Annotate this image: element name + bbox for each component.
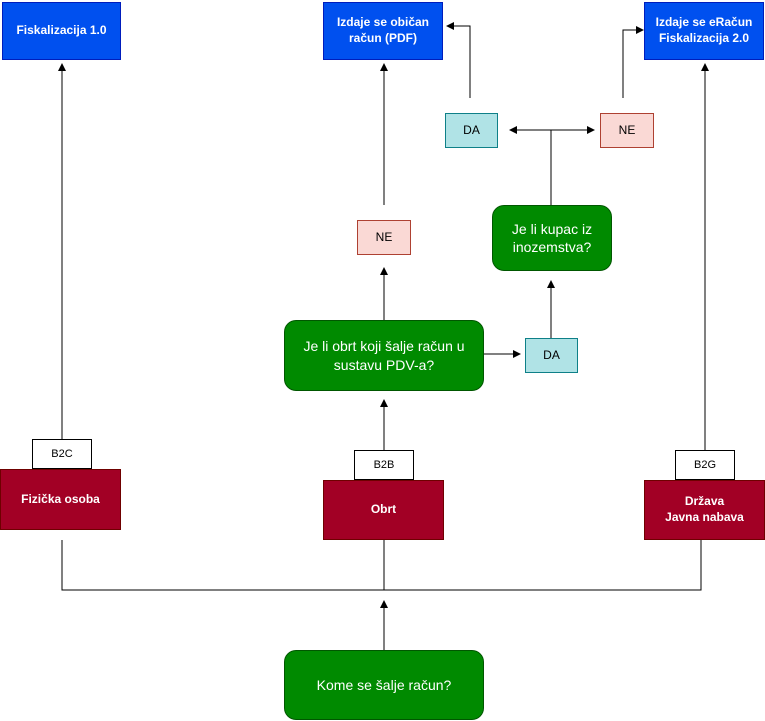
kupac-inozemstvo-decision: Je li kupac iz inozemstva? <box>492 205 612 271</box>
obrt-pdv-decision: Je li obrt koji šalje račun u sustavu PD… <box>284 320 484 391</box>
da-top-box: DA <box>445 113 498 148</box>
ne-top-box: NE <box>600 113 654 148</box>
b2g-tag: B2G <box>675 450 735 480</box>
drzava-box: Država Javna nabava <box>644 480 765 540</box>
edge-branch-bus <box>61 540 702 591</box>
obrt-box: Obrt <box>323 480 444 540</box>
da-mid-box: DA <box>525 338 578 373</box>
obican-racun-box: Izdaje se običan račun (PDF) <box>323 2 443 60</box>
ne-mid-box: NE <box>357 220 411 255</box>
b2b-tag: B2B <box>354 450 414 480</box>
eracun-box: Izdaje se eRačun Fiskalizacija 2.0 <box>644 2 764 60</box>
edge-da-to-obican <box>446 22 471 98</box>
b2c-tag: B2C <box>32 439 92 469</box>
fizicka-osoba-box: Fizička osoba <box>0 469 121 530</box>
kome-racun-decision: Kome se šalje račun? <box>284 650 484 720</box>
edge-ne-to-eracun <box>622 26 644 98</box>
fiskalizacija-1-box: Fiskalizacija 1.0 <box>2 2 121 60</box>
